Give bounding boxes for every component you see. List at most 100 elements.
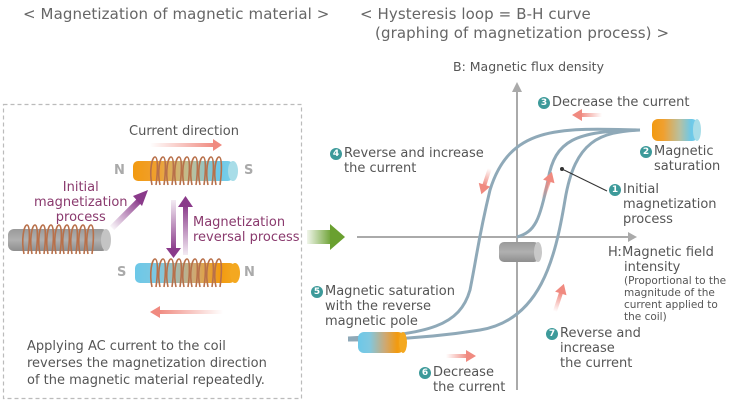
- caption-line: Applying AC current to the coil: [27, 339, 226, 354]
- step-text: the current: [560, 356, 633, 371]
- h-axis-note-line: (Proportional to the: [624, 275, 727, 287]
- h-axis-label-line: HːMagnetic field: [608, 245, 714, 260]
- step-text: the current: [344, 161, 417, 176]
- loop-descending-branch: [347, 127, 641, 340]
- step-text: Reverse and increase: [344, 146, 484, 161]
- b-axis-arrowhead: [512, 82, 522, 92]
- left-panel-title: < Magnetization of magnetic material >: [23, 5, 330, 23]
- loop-direction-arrows: [446, 109, 602, 362]
- initial-label-line: process: [55, 210, 106, 225]
- coil-winding: [157, 156, 167, 186]
- h-axis-note-line: the coil): [624, 311, 667, 323]
- step-text: increase: [560, 341, 615, 356]
- caption-line: reverses the magnetization direction: [27, 356, 267, 371]
- step-3-badge: 3: [538, 97, 550, 109]
- step-text: Decrease: [433, 365, 494, 380]
- coil-winding: [69, 224, 79, 255]
- coil-winding: [173, 258, 183, 288]
- arrow-decrease-current-top: [572, 109, 602, 121]
- arrow-initial-up: [541, 171, 555, 201]
- saturated-magnet-positive: [652, 119, 701, 141]
- step-4-badge: 4: [330, 148, 342, 160]
- coil-winding: [165, 258, 175, 288]
- step-text: Magnetic: [654, 144, 714, 159]
- reversal-label-line: reversal process: [193, 230, 300, 245]
- arrow-reverse-increase-left: [478, 167, 492, 195]
- bottom-magnet-coil: [135, 258, 240, 288]
- step-text: Reverse and: [560, 326, 641, 341]
- coil-winding: [181, 156, 191, 186]
- coil-winding: [197, 156, 207, 186]
- step-text: with the reverse: [325, 299, 432, 314]
- coil-winding: [29, 224, 39, 255]
- origin-rod: [499, 242, 542, 262]
- step-text: saturation: [654, 159, 721, 174]
- caption-line: of the magnetic material repeatedly.: [27, 373, 265, 388]
- top-coil-north-label: N: [114, 163, 125, 178]
- unmagnetized-rod-coil: [8, 224, 111, 255]
- loop-ascending-branch: [347, 128, 641, 342]
- step-7-badge: 7: [546, 328, 558, 340]
- coil-winding: [37, 224, 47, 255]
- coil-winding: [61, 224, 71, 255]
- coil-winding: [53, 224, 63, 255]
- coil-winding: [181, 258, 191, 288]
- step-text: Initial: [623, 182, 659, 197]
- coil-winding: [205, 156, 215, 186]
- step-text: Decrease the current: [552, 95, 690, 110]
- coil-winding: [173, 156, 183, 186]
- step-text: Magnetic saturation: [325, 284, 455, 299]
- coil-winding: [189, 156, 199, 186]
- step-2-badge: 2: [640, 146, 652, 158]
- coil-winding: [165, 156, 175, 186]
- coil-winding: [205, 258, 215, 288]
- current-direction-arrow-right: [150, 139, 222, 151]
- initial-curve-point: [560, 167, 564, 171]
- magnetization-reversal-arrows: [166, 196, 193, 258]
- b-h-axes: [357, 82, 637, 390]
- h-axis-arrowhead: [628, 232, 637, 242]
- right-panel-title-line1: < Hysteresis loop = B-H curve: [360, 5, 591, 23]
- current-direction-label: Current direction: [129, 124, 239, 139]
- step-5-badge: 5: [311, 286, 323, 298]
- reversal-label-line: Magnetization: [193, 215, 286, 230]
- h-axis-note-line: current applied to: [624, 299, 718, 311]
- coil-winding: [157, 258, 167, 288]
- initial-label-line: magnetization: [34, 195, 128, 210]
- bottom-coil-north-label: N: [244, 265, 255, 280]
- coil-winding: [189, 258, 199, 288]
- coil-winding: [213, 258, 223, 288]
- initial-label-line: Initial: [62, 180, 99, 195]
- h-axis-label-line: intensity: [624, 260, 681, 275]
- h-axis-note: (Proportional to the magnitude of the cu…: [624, 275, 726, 323]
- arrow-reverse-increase-right: [553, 283, 567, 313]
- h-axis-note-line: magnitude of the: [624, 287, 715, 299]
- coil-winding: [45, 224, 55, 255]
- step-text: process: [623, 212, 673, 227]
- initial-magnetization-label: Initial magnetization process: [34, 180, 128, 225]
- step-text: the current: [433, 380, 506, 395]
- coil-winding: [21, 224, 31, 255]
- bottom-coil-south-label: S: [117, 265, 127, 280]
- step-1-badge: 1: [609, 184, 621, 196]
- arrow-decrease-current-bottom: [446, 350, 476, 362]
- coil-winding: [149, 258, 159, 288]
- magnetization-reversal-label: Magnetization reversal process: [193, 215, 300, 245]
- step-6-badge: 6: [419, 367, 431, 379]
- coil-winding: [197, 258, 207, 288]
- h-axis-label: HːMagnetic field intensity: [608, 245, 714, 275]
- left-panel-border: [2, 103, 303, 400]
- coil-winding: [77, 224, 87, 255]
- left-panel-caption: Applying AC current to the coil reverses…: [27, 338, 267, 389]
- step-text: magnetic pole: [325, 314, 418, 329]
- current-direction-arrow-left: [150, 306, 223, 318]
- coil-winding: [85, 224, 95, 255]
- top-coil-south-label: S: [244, 163, 254, 178]
